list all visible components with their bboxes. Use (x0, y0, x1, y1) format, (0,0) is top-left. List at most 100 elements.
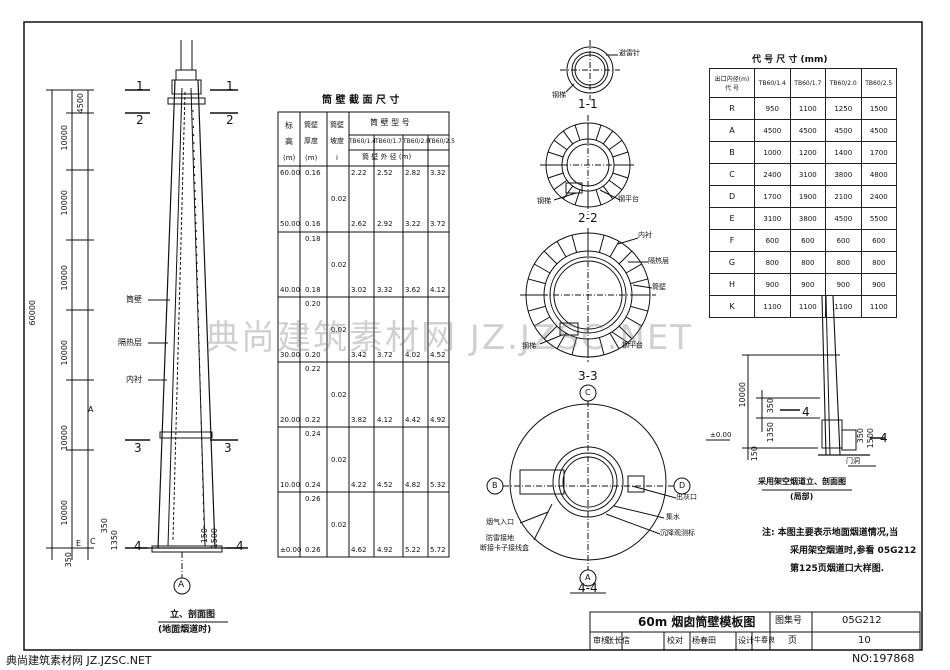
thick-top-3: 0.22 (305, 365, 321, 373)
section-mark-2a: 2 (136, 113, 144, 127)
footer-left: 典尚建筑素材网 JZ.JZSC.NET (6, 654, 152, 667)
code-val-3-2: 3800 (825, 163, 862, 186)
code-table-title: 代 号 尺 寸 (mm) (752, 55, 828, 65)
atlas-no: 05G212 (842, 615, 882, 626)
section-mark-1b: 1 (226, 79, 234, 93)
s4-ash-door: 出灰口 (676, 493, 697, 501)
code-val-1-1: 4500 (789, 119, 827, 142)
dia-bot-3-1: 4.12 (377, 416, 393, 424)
slope-0: 0.02 (331, 195, 347, 203)
note-line-1: 注: 本图主要表示地面烟道情况,当 (762, 528, 899, 538)
wall-table-title: 筒 壁 截 面 尺 寸 (322, 95, 400, 106)
section-mark-2b: 2 (226, 113, 234, 127)
code-type-3: TB60/2.5 (860, 68, 897, 98)
dia-bot-4-0: 4.22 (351, 481, 367, 489)
code-val-8-1: 900 (789, 273, 827, 296)
col-slope-3: i (336, 154, 338, 162)
code-9: K (708, 295, 756, 318)
thick-top-1: 0.18 (305, 235, 321, 243)
dia-top-0-0: 2.22 (351, 169, 367, 177)
code-6: F (708, 229, 756, 252)
s2-ladder: 钢梯 (537, 197, 551, 205)
code-val-8-3: 900 (860, 273, 897, 296)
s4-flue-inlet: 烟气入口 (486, 518, 514, 526)
detail-dim-150: 150 (750, 446, 759, 462)
code-corner: 出口内径(m)代 号 (708, 68, 756, 98)
dia-bot-0-2: 3.22 (405, 220, 421, 228)
elev-3: 30.00 (280, 351, 301, 359)
note-line-2: 采用架空烟道时,参看 05G212 (790, 546, 917, 556)
footer-right: NO:197868 (852, 652, 915, 665)
detail-dim-1350: 1350 (766, 422, 775, 443)
drawing-title: 60m 烟囱筒壁模板图 (638, 615, 756, 629)
slope-2: 0.02 (331, 326, 347, 334)
detail-dim-350b: 350 (856, 428, 865, 444)
code-val-9-2: 1100 (825, 295, 862, 318)
code-1: A (708, 119, 756, 142)
section-mark-1a: 1 (136, 79, 144, 93)
col-type: 筒 壁 型 号 (370, 118, 410, 127)
dia-bot-4-1: 4.52 (377, 481, 393, 489)
col-dia: 筒 壁 外 径 (m) (362, 153, 412, 161)
s4-settle-mark: 沉降观测标 (660, 529, 695, 537)
dia-bot-1-3: 4.12 (430, 286, 446, 294)
elevation-view (46, 40, 248, 623)
sig-design-name: 牛春良 (754, 636, 775, 644)
code-val-3-0: 2400 (754, 163, 791, 186)
code-val-4-2: 2100 (825, 185, 862, 208)
wall-table-grid (277, 111, 450, 558)
corner-top: 出口内径(m) (714, 76, 750, 83)
code-val-6-1: 600 (789, 229, 827, 252)
col-slope-1: 筒壁 (330, 121, 344, 129)
code-val-1-3: 4500 (860, 119, 897, 142)
dim-350a: 350 (100, 518, 109, 534)
code-val-0-1: 1100 (789, 97, 827, 120)
title-block (589, 611, 921, 651)
code-val-5-1: 3800 (789, 207, 827, 230)
dim-350b: 350 (64, 552, 73, 568)
dia-bot-2-0: 3.42 (351, 351, 367, 359)
dia-top-0-3: 3.32 (430, 169, 446, 177)
label-wall: 筒壁 (126, 295, 142, 304)
note-line-3: 第125页烟道口大样图. (790, 564, 885, 574)
dim-E: E (76, 539, 82, 548)
detail-elev-0: ±0.00 (710, 431, 732, 439)
dim-C: C (90, 537, 96, 546)
s3-name: 3-3 (578, 369, 598, 383)
seg-dim-5: 10000 (60, 340, 69, 366)
code-val-0-3: 1500 (860, 97, 897, 120)
label-lining: 内衬 (126, 375, 142, 384)
detail-mark-4a: 4 (802, 405, 810, 419)
dia-bot-5-2: 5.22 (405, 546, 421, 554)
sig-review-name: 张长信 (606, 636, 630, 645)
code-8: H (708, 273, 756, 296)
dim-1350: 1350 (110, 530, 119, 551)
s4-ground: 防雷接地 (486, 534, 514, 542)
seg-dim-2: 10000 (60, 125, 69, 151)
detail-elevation (706, 295, 885, 491)
dia-bot-3-3: 4.92 (430, 416, 446, 424)
s2-name: 2-2 (578, 211, 598, 225)
dia-bot-3-0: 3.82 (351, 416, 367, 424)
elev-6: ±0.00 (280, 546, 302, 554)
s3-wall: 筒壁 (652, 283, 666, 291)
seg-dim-1: 4500 (76, 93, 85, 114)
code-0: R (708, 97, 756, 120)
col-elev-3: (m) (283, 154, 296, 162)
thick-top-4: 0.24 (305, 430, 321, 438)
code-val-9-0: 1100 (754, 295, 791, 318)
section-mark-4a: 4 (134, 539, 142, 553)
code-val-5-3: 5500 (860, 207, 897, 230)
sig-check-label: 校对 (667, 636, 683, 645)
elev-4: 20.00 (280, 416, 301, 424)
s3-ladder: 钢梯 (522, 342, 536, 350)
dia-bot-2-3: 4.52 (430, 351, 446, 359)
